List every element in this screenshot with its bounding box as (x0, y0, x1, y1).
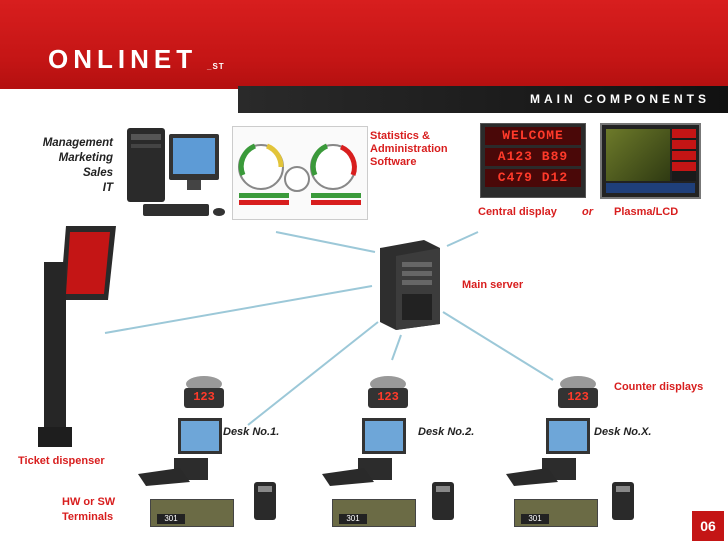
logo: ONLINET (48, 44, 198, 74)
line-stats-server (275, 231, 376, 253)
statistics-dashboard (232, 126, 368, 220)
counter-displays-label: Counter displays (614, 381, 704, 393)
title-bar: MAIN COMPONENTS (238, 86, 728, 113)
plasma-screen (600, 123, 701, 199)
line-desk1-server (247, 321, 379, 426)
management-computer-icon (127, 128, 225, 216)
keypad-icon (432, 482, 454, 520)
or-label: or (582, 206, 593, 218)
logo-suffix: _ST (207, 62, 225, 71)
desk-computer-icon (322, 418, 406, 486)
management-label: Management Marketing Sales IT (42, 137, 113, 194)
central-led-display: WELCOME A123 B89 C479 D12 (480, 123, 586, 198)
main-server-label: Main server (462, 279, 524, 291)
header-banner (0, 0, 728, 86)
keypad-icon (254, 482, 276, 520)
terminal-panel-2: 301 (332, 499, 416, 527)
desk-x-label: Desk No.X. (594, 426, 652, 438)
line-deskx-server (442, 311, 554, 381)
statistics-software-label: Statistics & Administration Software (370, 130, 448, 168)
ticket-dispenser-kiosk-icon (38, 226, 116, 447)
line-dispenser-server (104, 285, 373, 334)
terminals-label: HW or SW Terminals (62, 496, 116, 523)
header-divider (0, 86, 238, 89)
counter-display-2: 123 (366, 374, 410, 417)
ticket-dispenser-label: Ticket dispenser (18, 455, 105, 467)
line-desk2-server (391, 334, 402, 361)
keypad-icon (612, 482, 634, 520)
plasma-label: Plasma/LCD (614, 206, 679, 218)
desk-computer-icon (506, 418, 590, 486)
server-icon (380, 240, 440, 330)
desk-computer-icon (138, 418, 222, 486)
desk-1-label: Desk No.1. (223, 426, 280, 438)
page-number: 06 (692, 511, 724, 541)
desk-2-label: Desk No.2. (418, 426, 475, 438)
counter-display-1: 123 (182, 374, 226, 417)
led-row: A123 B89 (485, 148, 581, 166)
counter-display-x: 123 (556, 374, 600, 417)
terminal-panel-1: 301 (150, 499, 234, 527)
led-row: C479 D12 (485, 169, 581, 187)
central-display-label: Central display (478, 206, 557, 218)
terminal-panel-x: 301 (514, 499, 598, 527)
page-title: MAIN COMPONENTS (530, 92, 710, 106)
led-row: WELCOME (485, 127, 581, 145)
line-display-server (446, 231, 479, 247)
